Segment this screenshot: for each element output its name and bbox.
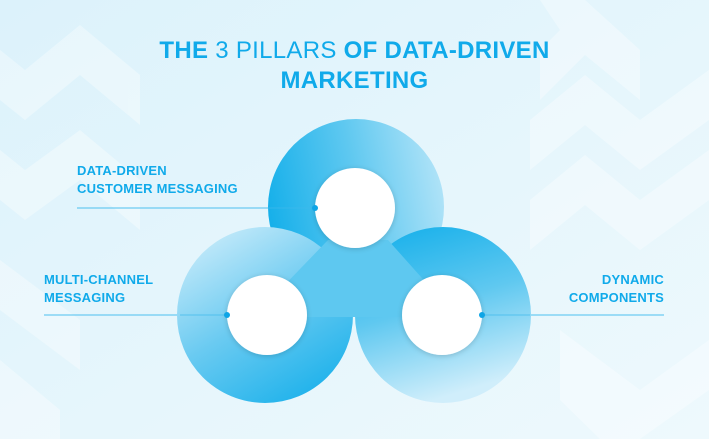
page-title: THE 3 PILLARS OF DATA-DRIVEN MARKETING [0, 36, 709, 96]
title-bold-the: THE [159, 37, 209, 64]
pillar-label-top-line2: CUSTOMER MESSAGING [77, 181, 238, 196]
title-light-pillars: 3 PILLARS [208, 37, 344, 64]
title-bold-data-driven: OF DATA-DRIVEN [343, 37, 550, 64]
pillar-label-left-line1: MULTI-CHANNEL [44, 272, 154, 287]
pillar-label-top-line1: DATA-DRIVEN [77, 163, 167, 178]
title-line-1: THE 3 PILLARS OF DATA-DRIVEN [0, 36, 709, 66]
connector-dot-top [312, 205, 318, 211]
pillar-label-left: MULTI-CHANNEL MESSAGING [44, 271, 153, 307]
pillar-label-right-line1: DYNAMIC [601, 272, 664, 287]
inner-circle-top [315, 168, 395, 248]
title-line-2: MARKETING [280, 67, 429, 94]
pillar-label-top: DATA-DRIVEN CUSTOMER MESSAGING [77, 162, 238, 198]
connector-dot-right [479, 312, 485, 318]
pillar-label-right: DYNAMIC COMPONENTS [569, 271, 664, 307]
pillar-label-right-line2: COMPONENTS [568, 290, 664, 305]
inner-circle-right [402, 275, 482, 355]
inner-circle-left [227, 275, 307, 355]
pillar-label-left-line2: MESSAGING [44, 290, 126, 305]
connector-dot-left [224, 312, 230, 318]
center-triangle [274, 240, 438, 317]
